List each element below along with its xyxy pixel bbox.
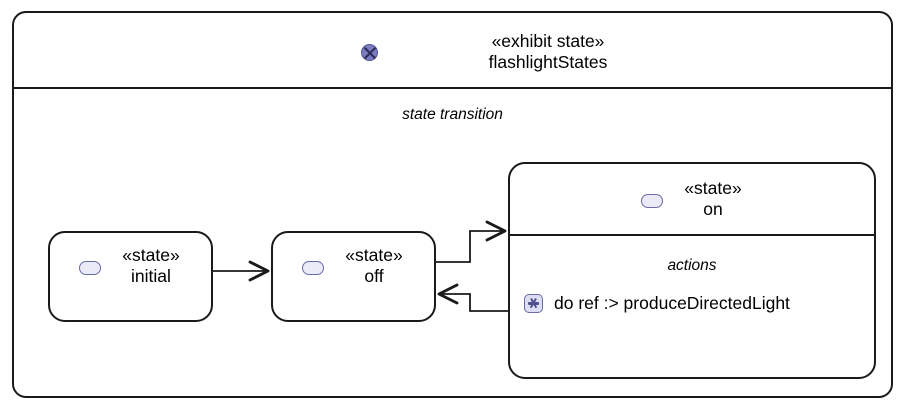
state-keyword-initial: «state»	[122, 245, 180, 265]
state-box-off	[271, 231, 436, 322]
state-keyword-off: «state»	[345, 245, 403, 265]
frame-header-name: flashlightStates	[488, 52, 608, 72]
actions-compartment-label: actions	[667, 257, 717, 274]
state-box-initial	[48, 231, 213, 322]
state-label-off: «state» off	[334, 245, 414, 287]
do-action-icon	[524, 294, 543, 313]
frame-header-text: «exhibit state» flashlightStates	[388, 31, 708, 73]
transition-off-to-on	[435, 220, 507, 263]
state-name-on: on	[703, 199, 723, 219]
exhibit-state-icon	[361, 44, 378, 61]
frame-header-keyword: «exhibit state»	[491, 31, 605, 51]
state-label-on: «state» on	[673, 178, 753, 220]
state-name-initial: initial	[131, 266, 171, 286]
state-name-off: off	[364, 266, 384, 286]
state-icon-on	[641, 194, 663, 208]
state-keyword-on: «state»	[684, 178, 742, 198]
state-icon-off	[302, 261, 324, 275]
action-item-text: do ref :> produceDirectedLight	[554, 293, 790, 313]
state-label-initial: «state» initial	[111, 245, 191, 287]
state-icon-initial	[79, 261, 101, 275]
transition-on-to-off	[437, 283, 509, 312]
state-transition-compartment-label: state transition	[402, 106, 503, 123]
state-box-on	[508, 162, 876, 379]
